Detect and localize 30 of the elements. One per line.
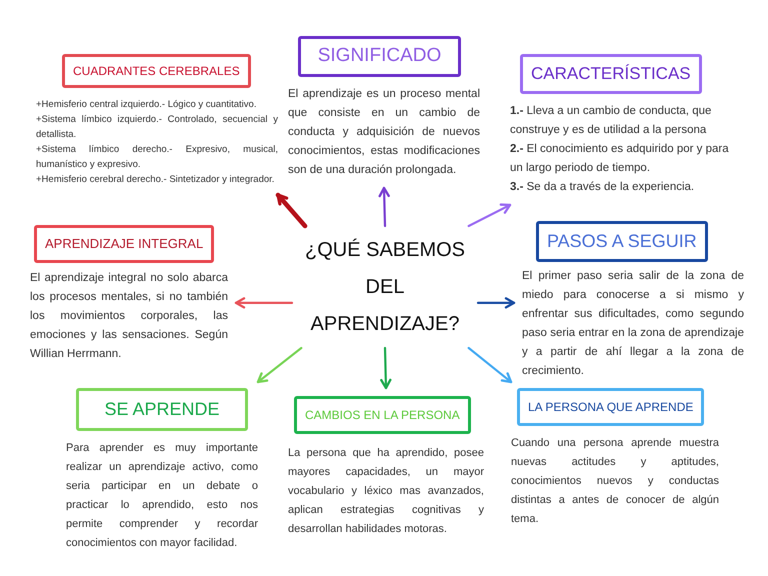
description-text: La persona que ha aprendido, posee mayores capacidades, un mayor vocabulario y léxico mas avanzados, aplican estrategias cognitivas y desarrollan habilidades motoras. — [288, 446, 484, 537]
arrow — [380, 346, 392, 390]
arrow — [468, 203, 512, 228]
arrow — [468, 346, 512, 384]
section-heading: CAMBIOS EN LA PERSONA — [294, 396, 471, 434]
section-heading: CUADRANTES CEREBRALES — [62, 54, 251, 88]
arrow — [256, 346, 302, 384]
description-text: 3.- Se da a través de la experiencia. — [510, 180, 696, 195]
description-text: 1.- Lleva a un cambio de conducta, que construye y es de utilidad a la persona — [510, 104, 712, 138]
description-text: +Hemisferio cerebral derecho.- Sintetizador y integrador. — [36, 173, 276, 187]
description-text: El primer paso seria salir de la zona de miedo para conocerse a si mismo y enfrentar sus dificultades, como segundo paso seria entrar en la zona de aprendizaje y a partir de ahí llegar a la zona de crecimiento. — [522, 269, 744, 379]
section-heading: SIGNIFICADO — [298, 36, 461, 76]
description-text: El aprendizaje integral no solo abarca los procesos mentales, si no también los movimientos corporales, las emociones y las sensaciones. Según Willian Herrmann. — [30, 271, 228, 362]
section-heading: CARACTERÍSTICAS — [520, 54, 702, 94]
description-text: +Sistema límbico derecho.- Expresivo, musical, humanístico y expresivo. — [36, 143, 278, 172]
central-title: ¿QUÉ SABEMOS DEL APRENDIZAJE? — [304, 238, 466, 336]
description-text: +Hemisferio central izquierdo.- Lógico y cuantitativo. — [36, 98, 258, 112]
arrow — [276, 192, 308, 228]
description-text: Cuando una persona aprende muestra nuevas actitudes y aptitudes, conocimientos nuevos y conductas distintas a antes de conocer de algún tema. — [511, 436, 719, 527]
arrow — [476, 297, 516, 309]
section-heading: LA PERSONA QUE APRENDE — [517, 388, 704, 426]
description-text: 2.- El conocimiento es adquirido por y para un largo periodo de tiempo. — [510, 142, 730, 176]
description-text: +Sistema límbico izquierdo.- Controlado, secuencial y detallista. — [36, 113, 278, 142]
section-heading: APRENDIZAJE INTEGRAL — [34, 225, 214, 262]
description-text: El aprendizaje es un proceso mental que consiste en un cambio de conducta y adquisición de nuevos conocimientos, estas modificaciones son de una duración prolongada. — [288, 87, 480, 178]
description-text: Para aprender es muy importante realizar un aprendizaje activo, como seria participar en un debate o practicar lo aprendido, esto nos permite comprender y recordar conocimientos con mayor facilidad. — [66, 441, 258, 551]
arrow — [234, 297, 294, 309]
section-heading: SE APRENDE — [76, 388, 248, 431]
section-heading: PASOS A SEGUIR — [536, 221, 708, 262]
arrow — [378, 186, 390, 228]
